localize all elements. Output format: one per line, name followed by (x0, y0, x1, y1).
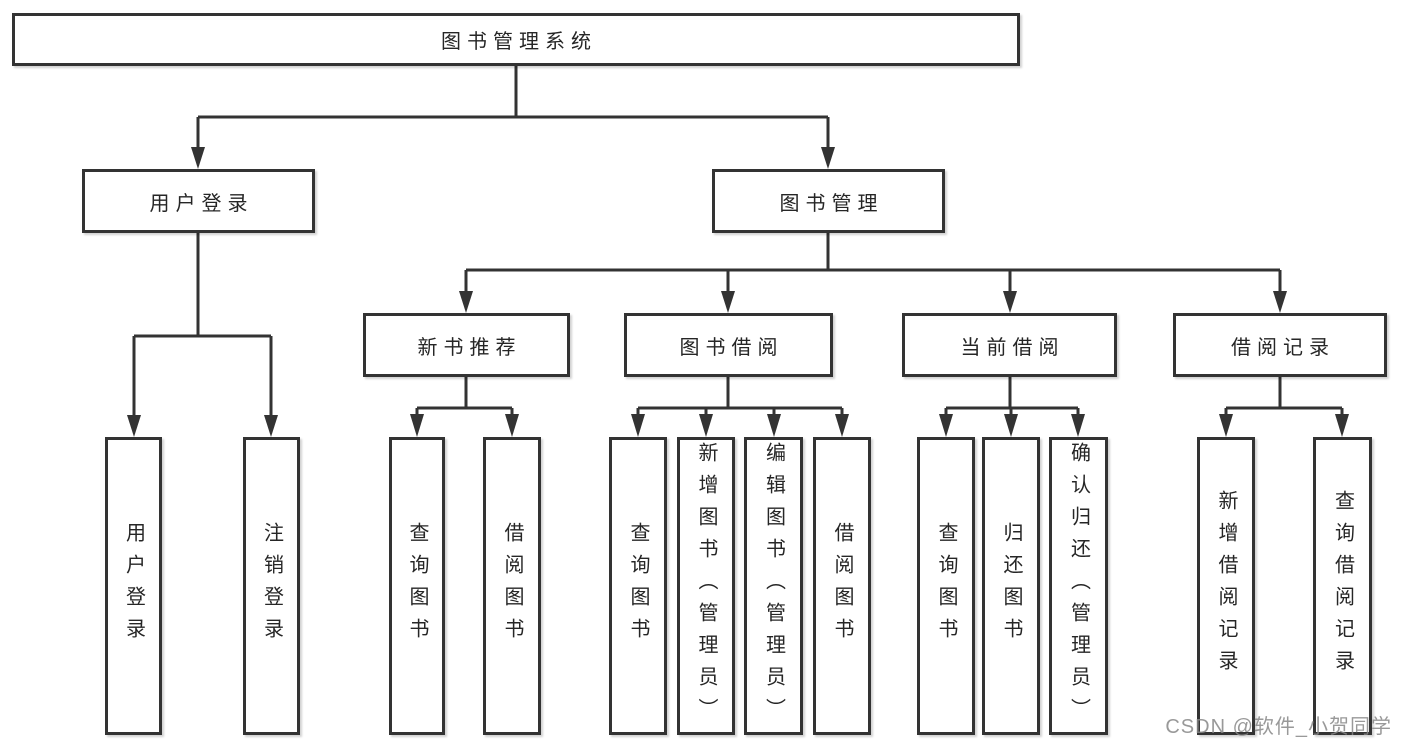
leaf-query-books-current: 查询图书 (917, 437, 975, 735)
node-label: 查询图书 (935, 522, 957, 650)
node-new-book-recommend: 新书推荐 (363, 313, 570, 377)
node-label: 图书管理系统 (441, 31, 597, 53)
leaf-edit-books-admin: 编辑图书（管理员） (744, 437, 803, 735)
node-book-management: 图书管理 (712, 169, 945, 233)
node-label: 查询借阅记录 (1331, 490, 1354, 682)
node-label: 归还图书 (1000, 522, 1022, 650)
node-borrowing-records: 借阅记录 (1173, 313, 1387, 377)
node-book-borrowing: 图书借阅 (624, 313, 833, 377)
node-label: 图书借阅 (679, 336, 784, 359)
leaf-query-books-borrowing: 查询图书 (609, 437, 667, 735)
node-label: 新书推荐 (417, 336, 522, 359)
node-label: 图书管理 (779, 192, 884, 215)
node-label: 编辑图书（管理员） (762, 442, 785, 730)
node-label: 注销登录 (260, 522, 283, 650)
node-label: 确认归还（管理员） (1067, 442, 1090, 730)
leaf-query-books-recommend: 查询图书 (389, 437, 445, 735)
node-label: 用户登录 (149, 192, 254, 215)
leaf-borrow-books: 借阅图书 (813, 437, 871, 735)
leaf-query-borrow-record: 查询借阅记录 (1313, 437, 1372, 735)
node-label: 新增图书（管理员） (695, 442, 717, 730)
arrowheads (127, 147, 1349, 437)
node-label: 借阅图书 (831, 522, 853, 650)
leaf-add-borrow-record: 新增借阅记录 (1197, 437, 1255, 735)
leaf-logout: 注销登录 (243, 437, 300, 735)
leaf-return-books: 归还图书 (982, 437, 1040, 735)
node-label: 新增借阅记录 (1215, 490, 1237, 682)
node-label: 当前借阅 (960, 336, 1065, 359)
node-user-login-group: 用户登录 (82, 169, 315, 233)
node-current-borrowing: 当前借阅 (902, 313, 1117, 377)
node-label: 查询图书 (627, 522, 649, 650)
node-label: 借阅图书 (501, 522, 523, 650)
leaf-user-login: 用户登录 (105, 437, 162, 735)
node-label: 借阅记录 (1231, 336, 1335, 359)
csdn-watermark: CSDN @软件_小贺同学 (1165, 716, 1392, 738)
node-label: 用户登录 (122, 522, 145, 650)
leaf-add-books-admin: 新增图书（管理员） (677, 437, 735, 735)
node-library-management-system: 图书管理系统 (12, 13, 1020, 66)
leaf-borrow-books-recommend: 借阅图书 (483, 437, 541, 735)
node-label: 查询图书 (406, 522, 428, 650)
leaf-confirm-return-admin: 确认归还（管理员） (1049, 437, 1108, 735)
